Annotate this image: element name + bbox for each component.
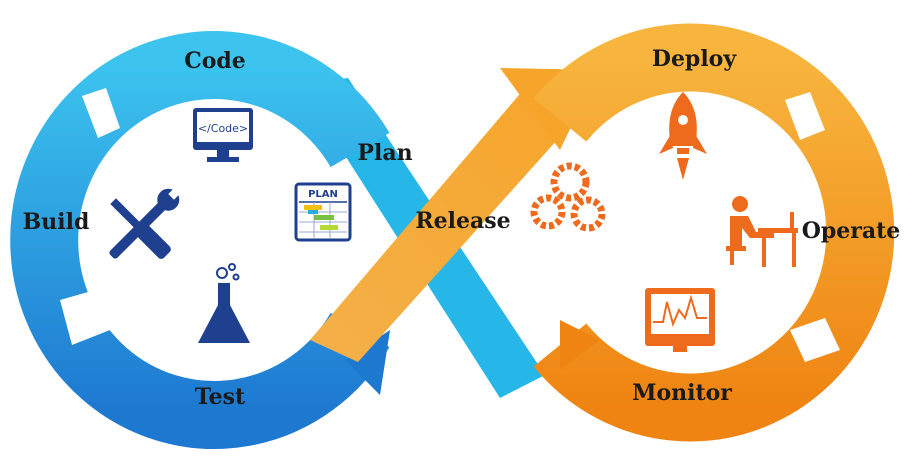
stage-label-test: Test xyxy=(195,384,246,410)
screwdriver-icon xyxy=(110,198,171,259)
left-ring-gap-bottom xyxy=(60,290,110,345)
left-loop xyxy=(10,31,545,449)
stage-label-monitor: Monitor xyxy=(632,380,732,406)
right-loop xyxy=(310,23,895,442)
stage-label-plan: Plan xyxy=(357,140,412,166)
left-ring xyxy=(10,31,390,449)
gears-icon xyxy=(530,162,606,232)
stage-label-release: Release xyxy=(415,208,510,234)
rocket-icon xyxy=(659,92,707,180)
left-arrow-head xyxy=(345,330,390,395)
stage-label-operate: Operate xyxy=(802,218,901,244)
right-ring-gap-bottom xyxy=(790,318,840,362)
code-screen-text: </Code> xyxy=(198,122,248,135)
right-arrow-head xyxy=(560,320,600,370)
left-ring-gap-top xyxy=(82,88,120,138)
stage-label-deploy: Deploy xyxy=(652,46,737,72)
code-monitor-icon: </Code> xyxy=(193,108,253,162)
stage-label-build: Build xyxy=(23,209,90,235)
monitor-chart-icon xyxy=(645,288,715,352)
plan-board-text: PLAN xyxy=(308,189,338,200)
person-at-desk-icon xyxy=(726,196,798,267)
wrench-screwdriver-icon xyxy=(109,186,182,259)
right-ring-gap-top xyxy=(785,92,825,140)
flask-icon xyxy=(198,263,250,343)
stage-label-code: Code xyxy=(184,48,246,74)
right-ring xyxy=(533,23,895,442)
plan-gantt-icon: PLAN xyxy=(294,182,352,242)
release-arrow-band xyxy=(310,88,575,362)
